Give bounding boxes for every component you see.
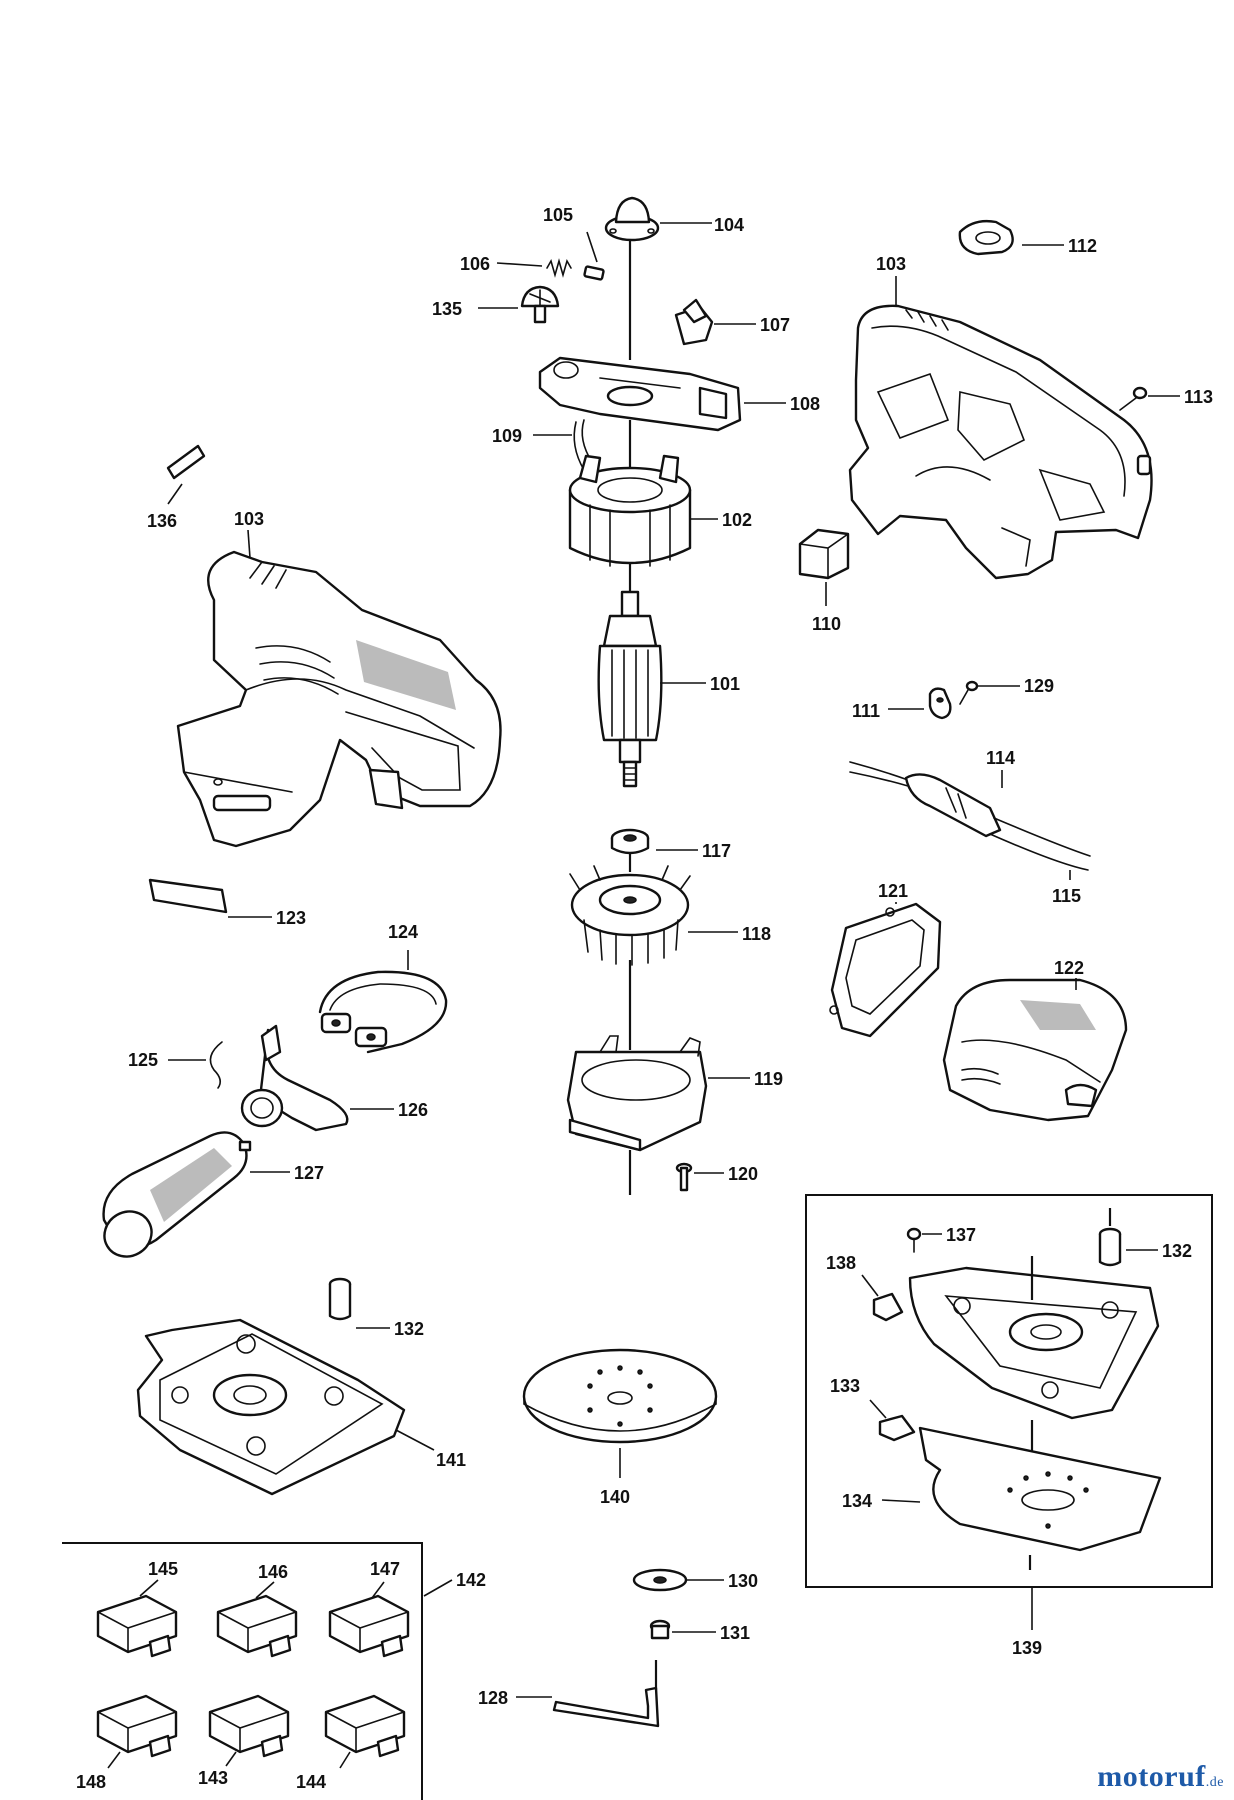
box-142-clamps: 142 145 146 147 1	[62, 1542, 486, 1800]
part-101-armature: 101	[597, 590, 740, 788]
label-107: 107	[760, 315, 790, 335]
label-110: 110	[812, 614, 841, 634]
clamp-148: 148	[76, 1694, 178, 1792]
label-114: 114	[986, 748, 1015, 768]
label-128: 128	[478, 1688, 508, 1708]
label-111: 111	[852, 701, 880, 721]
part-136-brush: 136	[147, 444, 206, 531]
label-103-left: 103	[234, 509, 264, 529]
label-108: 108	[790, 394, 820, 414]
label-117: 117	[702, 841, 731, 861]
label-104: 104	[714, 215, 744, 235]
label-119: 119	[754, 1069, 783, 1089]
label-131: 131	[720, 1623, 750, 1643]
part-126-handle-mount: 126	[240, 1024, 428, 1132]
label-106: 106	[460, 254, 490, 274]
part-122-dustbox: 122	[942, 958, 1128, 1122]
part-130-131-128: 130 131 128	[478, 1568, 758, 1728]
part-123-label: 123	[148, 878, 306, 928]
clamp-143: 143	[198, 1694, 290, 1788]
label-112: 112	[1068, 236, 1097, 256]
label-105: 105	[543, 205, 573, 225]
label-103-right: 103	[876, 254, 906, 274]
part-117-bearing: 117	[610, 828, 731, 861]
part-110-block: 110	[798, 528, 850, 634]
clamp-145: 145	[96, 1559, 178, 1658]
label-123: 123	[276, 908, 306, 928]
label-144: 144	[296, 1772, 326, 1792]
part-114-115-cord: 114 115	[849, 748, 1091, 906]
label-124: 124	[388, 922, 418, 942]
part-109-wires: 109	[492, 419, 593, 471]
label-121: 121	[878, 881, 908, 901]
part-102-stator: 102	[568, 454, 752, 567]
label-113: 113	[1184, 387, 1213, 407]
part-124-clamp: 124	[318, 922, 448, 1054]
label-132-left: 132	[394, 1319, 424, 1339]
label-143: 143	[198, 1768, 228, 1788]
label-139: 139	[1012, 1638, 1042, 1658]
label-147: 147	[370, 1559, 400, 1579]
part-113-screw: 113	[1119, 386, 1213, 411]
label-122: 122	[1054, 958, 1084, 978]
label-138: 138	[826, 1253, 856, 1273]
label-142: 142	[456, 1570, 486, 1590]
part-111-129: 111 129	[852, 676, 1054, 721]
label-125: 125	[128, 1050, 158, 1070]
part-104-cap: 104	[604, 196, 744, 242]
part-103-housing-half: 103	[848, 254, 1153, 580]
watermark-tld: .de	[1205, 1775, 1224, 1790]
label-137: 137	[946, 1225, 976, 1245]
label-141: 141	[436, 1450, 466, 1470]
label-132-right: 132	[1162, 1241, 1192, 1261]
part-120-screw: 120	[675, 1162, 758, 1192]
label-134: 134	[842, 1491, 872, 1511]
label-148: 148	[76, 1772, 106, 1792]
label-130: 130	[728, 1571, 758, 1591]
label-135: 135	[432, 299, 462, 319]
label-126: 126	[398, 1100, 428, 1120]
part-140-pad: 140	[522, 1348, 718, 1507]
part-127-grip: 127	[102, 1131, 324, 1258]
box-139-detail-base: 139 137 132 138 133	[805, 1194, 1213, 1658]
label-145: 145	[148, 1559, 178, 1579]
label-129: 129	[1024, 676, 1054, 696]
part-141-base: 141	[136, 1318, 466, 1496]
part-121-frame: 121	[829, 881, 942, 1038]
label-120: 120	[728, 1164, 758, 1184]
clamp-147: 147	[328, 1559, 410, 1658]
part-119-housing: 119	[566, 1035, 783, 1152]
part-135-knob: 135	[432, 285, 560, 324]
watermark-brand: motoruf	[1097, 1760, 1206, 1793]
label-133: 133	[830, 1376, 860, 1396]
label-115: 115	[1052, 886, 1081, 906]
part-118-fan: 118	[569, 865, 771, 966]
part-112-lens: 112	[958, 219, 1097, 256]
part-103-housing-assembled: 103	[176, 509, 502, 848]
part-105-106: 105 106	[460, 205, 605, 281]
label-118: 118	[742, 924, 771, 944]
part-125-clip: 125	[128, 1041, 223, 1089]
label-109: 109	[492, 426, 522, 446]
part-107-switch: 107	[674, 298, 790, 346]
part-132-spacer-left: 132	[328, 1277, 424, 1339]
watermark-logo: motoruf.de	[1097, 1760, 1224, 1794]
label-102: 102	[722, 510, 752, 530]
label-127: 127	[294, 1163, 324, 1183]
clamp-144: 144	[296, 1694, 406, 1792]
label-146: 146	[258, 1562, 288, 1582]
label-140: 140	[600, 1487, 630, 1507]
part-108-carrier: 108	[538, 356, 820, 432]
label-101: 101	[710, 674, 740, 694]
clamp-146: 146	[216, 1562, 298, 1658]
label-136: 136	[147, 511, 177, 531]
